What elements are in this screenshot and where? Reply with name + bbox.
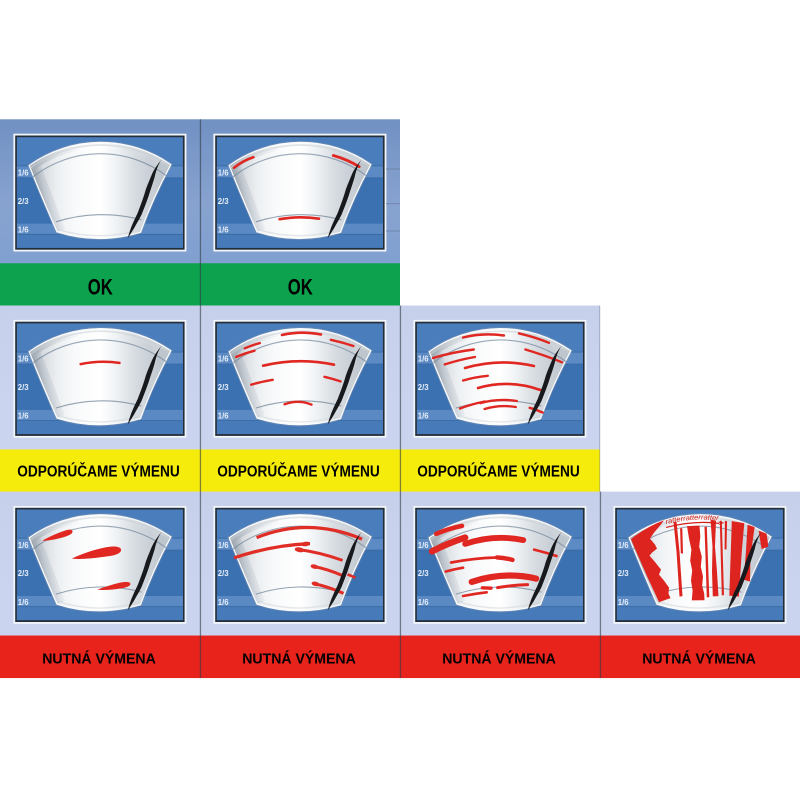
svg-text:ODPORÚČAME VÝMENU: ODPORÚČAME VÝMENU	[17, 461, 180, 480]
svg-text:NUTNÁ VÝMENA: NUTNÁ VÝMENA	[642, 650, 756, 668]
svg-text:ODPORÚČAME VÝMENU: ODPORÚČAME VÝMENU	[217, 461, 380, 480]
svg-text:OK: OK	[88, 275, 114, 300]
svg-text:NUTNÁ VÝMENA: NUTNÁ VÝMENA	[442, 650, 556, 668]
svg-text:ODPORÚČAME VÝMENU: ODPORÚČAME VÝMENU	[417, 461, 580, 480]
svg-text:NUTNÁ VÝMENA: NUTNÁ VÝMENA	[42, 650, 156, 668]
svg-text:OK: OK	[288, 275, 314, 300]
svg-text:NUTNÁ VÝMENA: NUTNÁ VÝMENA	[242, 650, 356, 668]
